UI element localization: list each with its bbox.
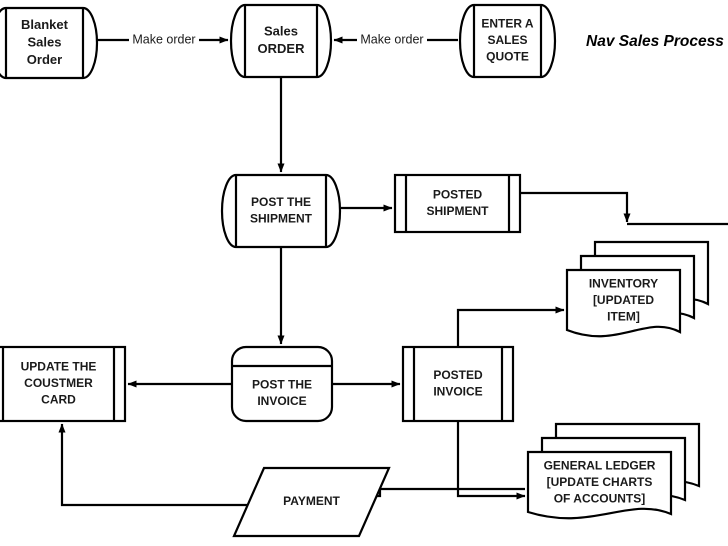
blanket-sales-order-node-label-2: Order xyxy=(27,52,62,67)
general-ledger-node-shape xyxy=(526,450,673,520)
update-the-coustmer-card-node-label-1: COUSTMER xyxy=(24,376,93,390)
inventory-updated-item-node-label-0: INVENTORY xyxy=(589,277,658,291)
enter-a-sales-quote-node-label-1: SALES xyxy=(487,33,527,47)
posted-shipment-node-label-0: POSTED xyxy=(433,187,483,201)
posted-invoice-node-shape xyxy=(401,345,515,423)
payment-node-label-0: PAYMENT xyxy=(283,494,340,508)
edge-posted-invoice-to-general-ledger xyxy=(456,421,526,500)
edge-posted-shipment-to-inventory-stack xyxy=(520,191,631,223)
edge-payment-to-update-card xyxy=(58,423,249,507)
general-ledger-node-label-2: OF ACCOUNTS] xyxy=(554,492,646,506)
inventory-updated-item-node-label-1: [UPDATED xyxy=(593,293,654,307)
posted-invoice-node-label-1: INVOICE xyxy=(433,384,482,398)
enter-a-sales-quote-node-label-0: ENTER A xyxy=(481,17,534,31)
edge-quote-to-sales-order-label: Make order xyxy=(360,32,423,46)
post-the-invoice-node-label-0: POST THE xyxy=(252,377,312,391)
sales-order-node-label-1: ORDER xyxy=(258,41,306,56)
enter-a-sales-quote-node-label-2: QUOTE xyxy=(486,50,529,64)
payment-node-shape xyxy=(232,466,391,538)
update-the-coustmer-card-node[interactable]: UPDATE THE COUSTMER CARD xyxy=(0,345,127,423)
general-ledger-node[interactable]: GENERAL LEDGER [UPDATE CHARTS OF ACCOUNTS] xyxy=(526,422,701,520)
posted-shipment-node-label-1: SHIPMENT xyxy=(426,204,489,218)
general-ledger-node-label-1: [UPDATE CHARTS xyxy=(547,475,653,489)
post-the-invoice-node[interactable]: POST THE INVOICE xyxy=(230,345,334,423)
edge-blanket-to-sales-order-label: Make order xyxy=(132,32,195,46)
edge-quote-to-sales-order: Make order xyxy=(333,32,458,48)
posted-invoice-node-label-0: POSTED xyxy=(433,368,483,382)
inventory-updated-item-node-shape xyxy=(565,268,682,338)
general-ledger-node-label-0: GENERAL LEDGER xyxy=(544,459,656,473)
sales-order-node-label-0: Sales xyxy=(264,24,298,39)
post-the-shipment-node-label-0: POST THE xyxy=(251,195,311,209)
update-the-coustmer-card-node-shape xyxy=(0,345,127,423)
posted-shipment-node-shape xyxy=(393,173,522,234)
enter-a-sales-quote-node[interactable]: ENTER A SALES QUOTE xyxy=(458,3,557,79)
post-the-invoice-node-label-1: INVOICE xyxy=(257,394,306,408)
post-the-shipment-node[interactable]: POST THE SHIPMENT xyxy=(220,173,342,249)
inventory-updated-item-node[interactable]: INVENTORY [UPDATED ITEM] xyxy=(565,240,710,338)
edge-posted-invoice-to-inventory xyxy=(456,306,565,347)
payment-node[interactable]: PAYMENT xyxy=(232,466,391,538)
edge-blanket-to-sales-order: Make order xyxy=(97,32,229,48)
blanket-sales-order-node-label-1: Sales xyxy=(28,34,62,49)
update-the-coustmer-card-node-label-2: CARD xyxy=(41,393,76,407)
inventory-updated-item-node-label-2: ITEM] xyxy=(607,310,640,324)
blanket-sales-order-node-label-0: Blanket xyxy=(21,17,69,32)
update-the-coustmer-card-node-label-0: UPDATE THE xyxy=(21,360,97,374)
posted-invoice-node[interactable]: POSTED INVOICE xyxy=(401,345,515,423)
posted-shipment-node[interactable]: POSTED SHIPMENT xyxy=(393,173,522,234)
post-the-shipment-node-label-1: SHIPMENT xyxy=(250,211,313,225)
page-title: Nav Sales Process xyxy=(586,33,724,50)
edges-layer: Make order Make order xyxy=(58,32,728,507)
